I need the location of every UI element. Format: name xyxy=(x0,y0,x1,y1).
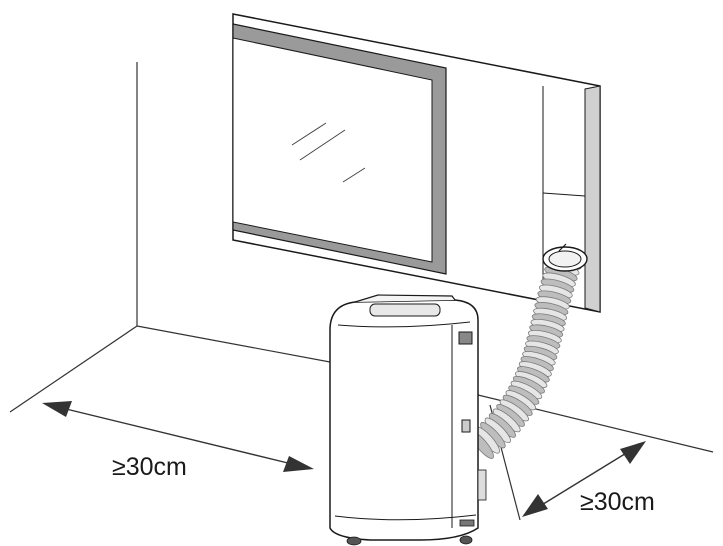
window-adapter xyxy=(542,243,588,272)
clearance-arrow-left xyxy=(42,401,314,472)
air-conditioner-unit xyxy=(329,294,487,546)
clearance-label-right: ≥30cm xyxy=(580,488,655,516)
window-sash xyxy=(232,23,447,275)
clearance-label-left: ≥30cm xyxy=(112,453,187,481)
clearance-arrow-right xyxy=(522,441,646,517)
